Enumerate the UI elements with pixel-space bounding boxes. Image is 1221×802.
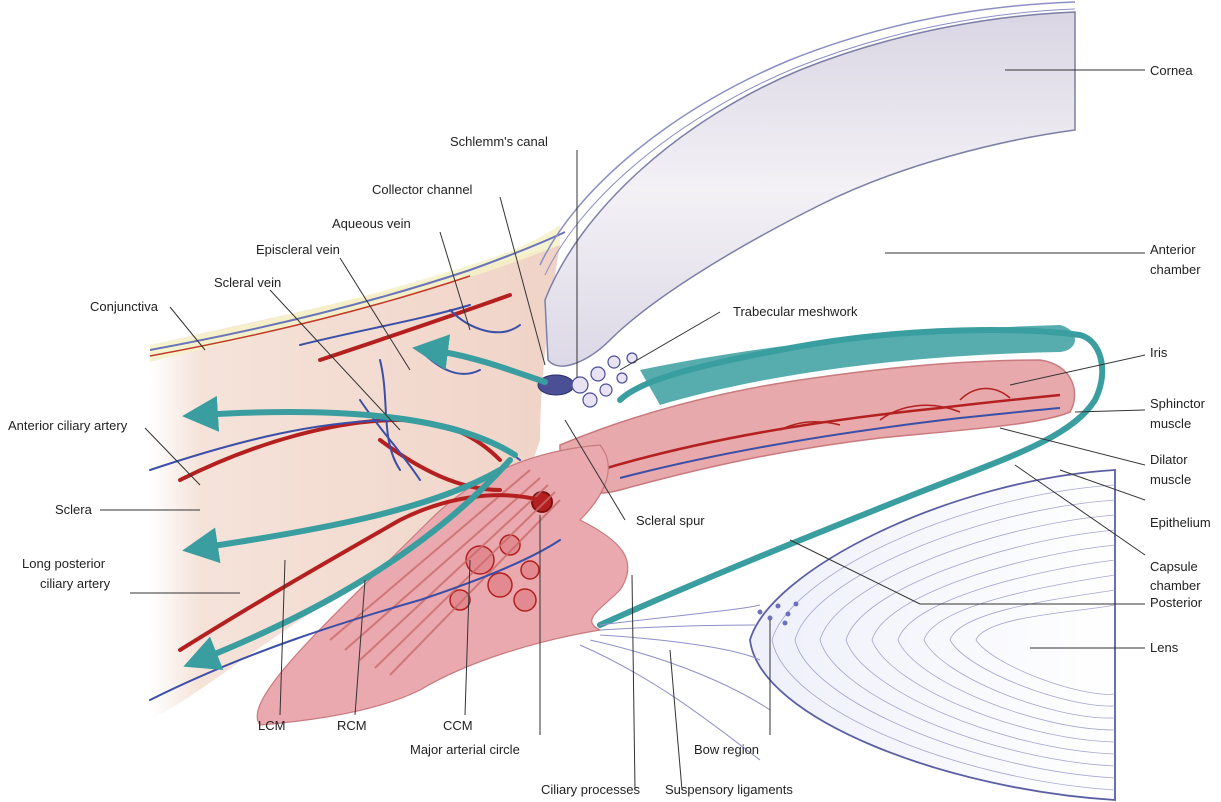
label-collector-channel: Collector channel <box>372 182 472 197</box>
label-iris: Iris <box>1150 345 1167 360</box>
label-posterior: Posterior <box>1150 595 1202 610</box>
label-epithelium: Epithelium <box>1150 515 1211 530</box>
label-conjunctiva: Conjunctiva <box>90 299 158 314</box>
label-sphinctor-muscle-2: muscle <box>1150 416 1191 431</box>
label-episcleral-vein: Episcleral vein <box>256 242 340 257</box>
label-major-arterial-circle: Major arterial circle <box>410 742 520 757</box>
label-rcm: RCM <box>337 718 367 733</box>
label-long-posterior-ciliary-artery-2: ciliary artery <box>40 576 110 591</box>
label-anterior-chamber-1: Anterior <box>1150 242 1196 257</box>
label-ccm: CCM <box>443 718 473 733</box>
suspensory-ligaments <box>580 605 770 760</box>
label-lens: Lens <box>1150 640 1178 655</box>
label-scleral-spur: Scleral spur <box>636 513 705 528</box>
label-scleral-vein: Scleral vein <box>214 275 281 290</box>
label-aqueous-vein: Aqueous vein <box>332 216 411 231</box>
label-cornea: Cornea <box>1150 63 1193 78</box>
label-dilator-muscle-2: muscle <box>1150 472 1191 487</box>
label-capsule-chamber-2: chamber <box>1150 578 1201 593</box>
label-ciliary-processes: Ciliary processes <box>541 782 640 797</box>
label-anterior-chamber-2: chamber <box>1150 262 1201 277</box>
label-anterior-ciliary-artery: Anterior ciliary artery <box>8 418 127 433</box>
label-schlemms-canal: Schlemm's canal <box>450 134 548 149</box>
schlemms-canal-shape <box>538 375 574 395</box>
label-bow-region: Bow region <box>694 742 759 757</box>
label-sclera: Sclera <box>55 502 92 517</box>
label-trabecular-meshwork: Trabecular meshwork <box>733 304 858 319</box>
label-capsule-chamber-1: Capsule <box>1150 559 1198 574</box>
label-suspensory-ligaments: Suspensory ligaments <box>665 782 793 797</box>
lens-shape <box>750 470 1115 800</box>
major-arterial-circle-vessel <box>532 492 552 512</box>
label-long-posterior-ciliary-artery-1: Long posterior <box>22 556 105 571</box>
label-sphinctor-muscle-1: Sphinctor <box>1150 396 1205 411</box>
label-lcm: LCM <box>258 718 285 733</box>
label-dilator-muscle-1: Dilator <box>1150 452 1188 467</box>
